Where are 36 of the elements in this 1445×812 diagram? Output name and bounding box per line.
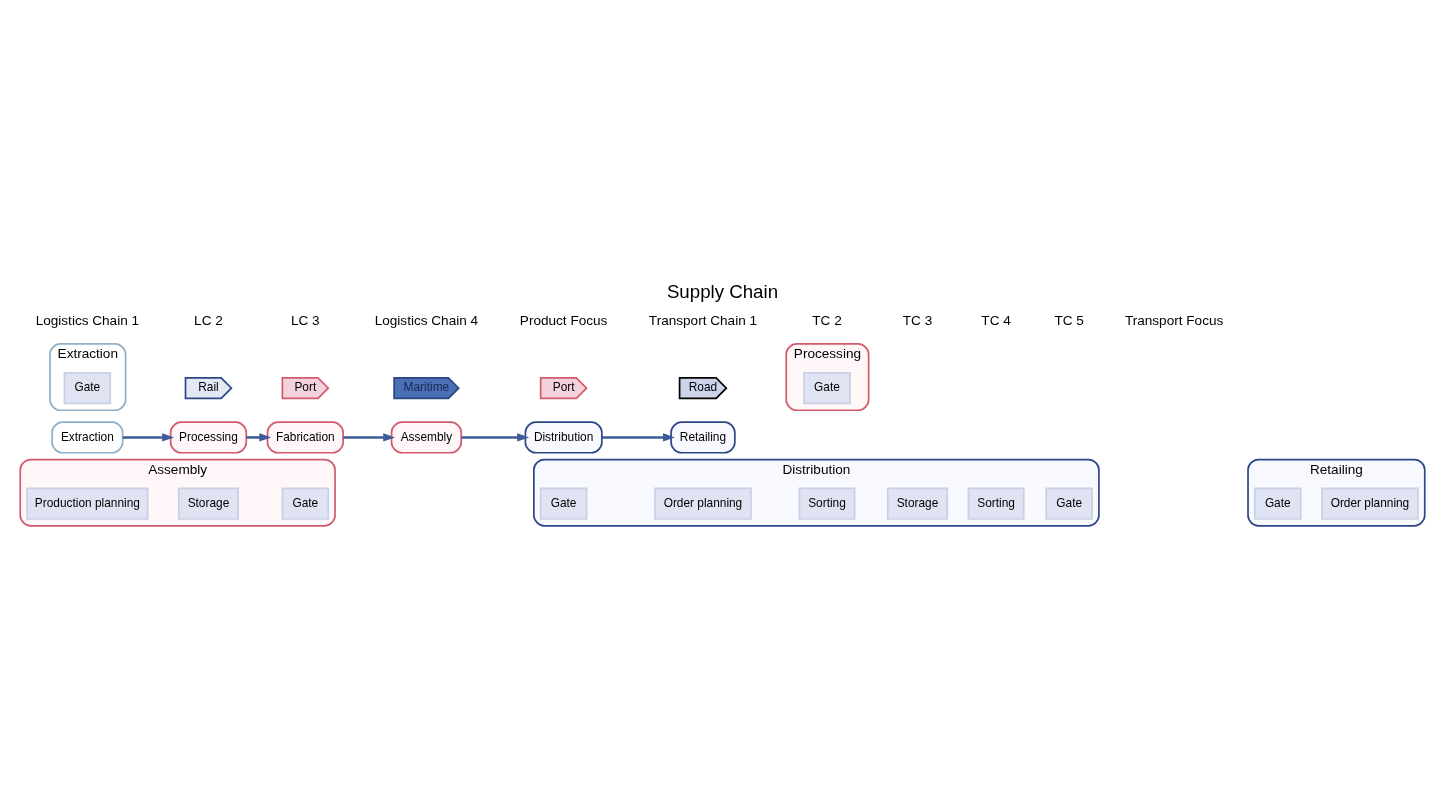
label: Transport Focus xyxy=(1124,313,1224,329)
node-box: Gate xyxy=(1253,487,1302,520)
arrow xyxy=(461,433,530,442)
label: Logistics Chain 1 xyxy=(35,313,140,329)
node-box: Fabrication xyxy=(266,421,344,454)
label: Transport Chain 1 xyxy=(648,313,758,329)
label: TC 2 xyxy=(812,313,842,329)
node-box: Order planning xyxy=(1321,487,1419,520)
label: TC 3 xyxy=(902,313,933,329)
node-box: Sorting xyxy=(967,487,1025,520)
node-box: Order planning xyxy=(654,487,752,520)
node-box: Extraction xyxy=(51,421,124,454)
label: Logistics Chain 4 xyxy=(374,313,479,329)
node-box: Gate xyxy=(63,372,112,405)
arrow xyxy=(602,433,675,442)
node-box: Distribution xyxy=(524,421,603,454)
arrow xyxy=(246,433,272,442)
node-box: Gate xyxy=(539,487,588,520)
arrow xyxy=(343,433,396,442)
label: LC 3 xyxy=(290,313,320,329)
label: TC 4 xyxy=(981,313,1011,329)
node-box: Storage xyxy=(177,487,240,520)
label: TC 5 xyxy=(1054,313,1084,329)
diagram-title: Supply Chain xyxy=(666,280,779,302)
arrow xyxy=(122,433,175,442)
node-box: Storage xyxy=(886,487,949,520)
node-box: Gate xyxy=(281,487,330,520)
node-box: Gate xyxy=(1045,487,1093,520)
node-box: Processing xyxy=(169,421,248,454)
label: LC 2 xyxy=(194,313,223,329)
node-box: Retailing xyxy=(670,421,736,454)
node-box: Gate xyxy=(803,372,851,405)
node-box: Production planning xyxy=(26,487,149,520)
node-box: Sorting xyxy=(798,487,856,520)
label: Product Focus xyxy=(519,313,608,329)
node-box: Assembly xyxy=(390,421,463,454)
